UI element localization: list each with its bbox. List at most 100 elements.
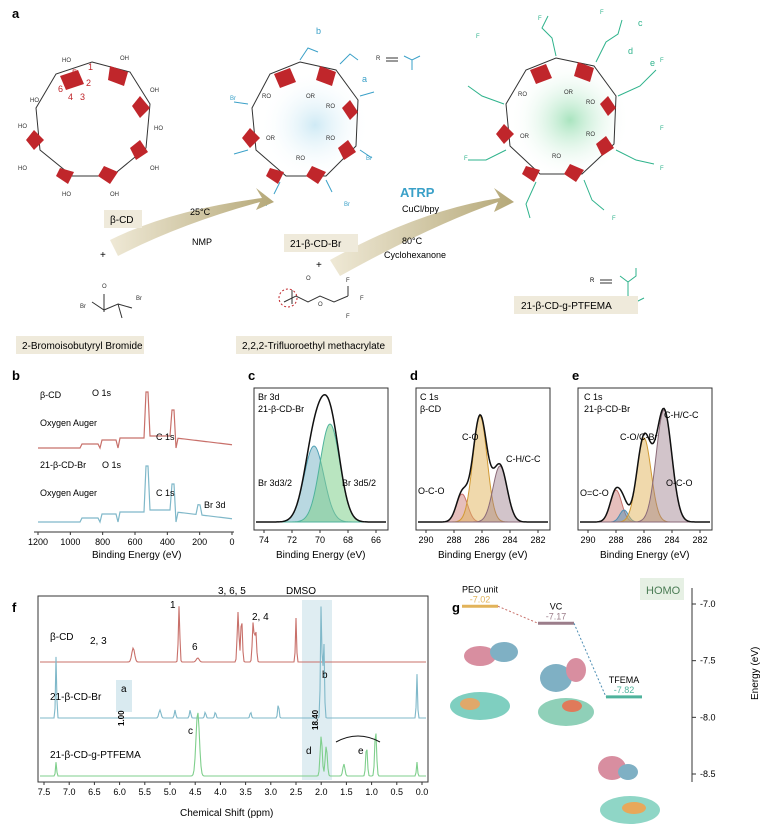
svg-text:β-CD: β-CD [420,404,442,414]
nmr-beta-cd [40,606,426,663]
svg-text:2, 3: 2, 3 [90,636,107,647]
svg-text:1: 1 [88,62,93,72]
svg-text:DMSO: DMSO [286,586,316,597]
svg-text:Br: Br [366,156,372,162]
svg-text:Binding Energy (eV): Binding Energy (eV) [438,550,528,561]
svg-text:β-CD: β-CD [110,215,134,226]
panel-b-tick-label: 400 [160,537,175,547]
panel-b-tick-label: 0 [229,537,234,547]
panel-g-tick-label: -7.0 [700,599,716,609]
panel-f-tick-label: 5.0 [164,787,177,797]
panel-c-tick-label: 74 [259,535,269,545]
svg-text:β-CD: β-CD [40,390,62,400]
svg-text:c: c [638,18,643,28]
panel-f-tick-label: 7.0 [63,787,76,797]
svg-text:Br: Br [80,304,86,310]
svg-text:OH: OH [120,56,129,62]
panel-c-tick-label: 68 [343,535,353,545]
svg-text:C-O: C-O [462,432,479,442]
svg-text:21-β-CD-Br: 21-β-CD-Br [258,404,304,414]
svg-text:4: 4 [68,92,73,102]
svg-text:HO: HO [30,98,39,104]
panel-e-tick-label: 282 [692,535,707,545]
svg-text:2: 2 [86,78,91,88]
svg-text:21-β-CD-Br: 21-β-CD-Br [40,460,86,470]
svg-text:e: e [650,58,655,68]
panel-c-tick-label: 72 [287,535,297,545]
svg-text:HO: HO [18,166,27,172]
svg-text:e: e [572,368,579,383]
svg-text:F: F [600,10,604,16]
svg-text:HO: HO [154,126,163,132]
svg-text:5: 5 [72,68,77,78]
panel-f-tick-label: 6.5 [88,787,101,797]
svg-text:g: g [452,600,460,615]
svg-text:O=C-O: O=C-O [580,488,609,498]
panel-f-tick-label: 2.5 [290,787,303,797]
svg-text:F: F [660,166,664,172]
svg-text:F: F [660,126,664,132]
panel-f-tick-label: 3.0 [265,787,278,797]
svg-text:CuCl/bpy: CuCl/bpy [402,204,440,214]
svg-text:Br 3d: Br 3d [204,500,226,510]
svg-text:Binding Energy (eV): Binding Energy (eV) [600,550,690,561]
svg-text:Br: Br [344,202,350,208]
svg-text:RO: RO [326,136,335,142]
svg-text:c: c [188,726,193,737]
reaction-arrow-2 [330,188,514,276]
svg-text:OH: OH [110,192,119,198]
panel-g-tick-label: -8.0 [700,712,716,722]
svg-text:F: F [612,216,616,222]
svg-text:RO: RO [586,132,595,138]
panel-d-tick-label: 286 [474,535,489,545]
panel-f-tick-label: 6.0 [113,787,126,797]
energy-level-value: -7.17 [546,611,567,621]
svg-text:RO: RO [586,100,595,106]
svg-text:O: O [102,284,107,290]
reagent2-label-box [236,336,392,354]
svg-text:O-C-O: O-C-O [666,478,693,488]
svg-text:6: 6 [58,84,63,94]
svg-text:OR: OR [520,134,530,140]
panel-f-tick-label: 1.0 [365,787,378,797]
panel-d-tick-label: 288 [446,535,461,545]
svg-text:2-Bromoisobutyryl Bromide: 2-Bromoisobutyryl Bromide [22,341,143,352]
panel-b-tick-label: 600 [127,537,142,547]
svg-text:β-CD: β-CD [50,632,74,643]
energy-level-value: -7.02 [470,594,491,604]
panel-f-tick-label: 3.5 [239,787,252,797]
svg-text:C 1s: C 1s [420,392,439,402]
br-3d52-peak [256,423,386,523]
svg-text:25°C: 25°C [190,207,211,217]
panel-d-tick-label: 284 [502,535,517,545]
panel-d-tick-label: 282 [530,535,545,545]
br-envelope-fit [256,393,386,523]
svg-text:f: f [12,600,17,615]
svg-text:Binding Energy (eV): Binding Energy (eV) [276,550,366,561]
svg-text:Br 3d5/2: Br 3d5/2 [342,478,376,488]
svg-text:OR: OR [266,136,276,142]
svg-text:2, 4: 2, 4 [252,612,269,623]
panel-b-tick-label: 1000 [60,537,80,547]
reaction-arrow-1 [110,188,274,256]
svg-text:C 1s: C 1s [156,488,175,498]
panel-g-tick-label: -8.5 [700,769,716,779]
svg-text:a: a [121,684,127,695]
svg-text:3, 6, 5: 3, 6, 5 [218,586,246,597]
svg-text:O-C-O: O-C-O [418,486,445,496]
energy-connector [573,623,607,698]
svg-text:RO: RO [326,104,335,110]
panel-d-tick-label: 290 [418,535,433,545]
svg-text:OH: OH [150,88,159,94]
svg-text:1: 1 [170,600,176,611]
orbital-peo [450,642,518,720]
svg-text:Chemical Shift (ppm): Chemical Shift (ppm) [180,808,273,819]
svg-text:RO: RO [262,94,271,100]
svg-text:F: F [346,314,350,320]
svg-text:Br 3d: Br 3d [258,392,280,402]
svg-text:Binding Energy (eV): Binding Energy (eV) [92,550,182,561]
nmr-cd-br [40,606,426,719]
